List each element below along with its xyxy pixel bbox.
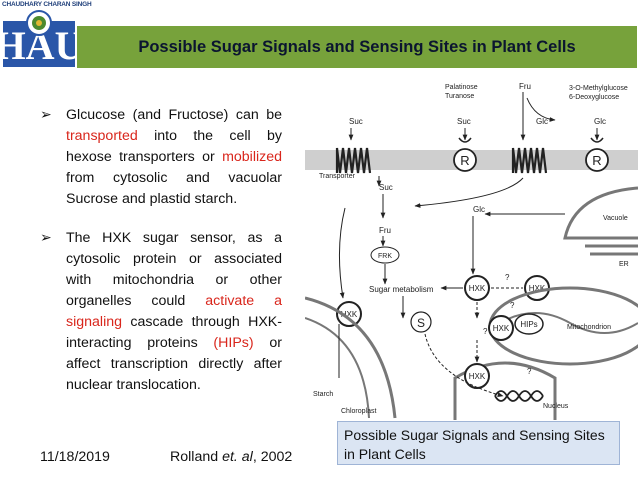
bullet-1-highlight-mobilized: mobilized [222, 149, 282, 165]
bullet-2-text-b: cascade through HXK-interacting proteins [66, 314, 282, 351]
logo-text: CHAUDHARY CHARAN SINGH [2, 1, 92, 8]
sucrose-transporter-icon [335, 147, 372, 174]
figure-caption: Possible Sugar Signals and Sensing Sites… [337, 421, 620, 465]
bullet-2-text-c: or affect transcription directly after n… [66, 335, 282, 393]
logo-emblem-icon: HAU [2, 10, 76, 68]
label-methylglucose: 3-O-Methylglucose [569, 85, 628, 92]
label-turanose: Turanose [445, 93, 474, 100]
label-hxk-nucleus: HXK [469, 372, 486, 381]
bullet-2-text-a: The HXK sugar sensor, as a cytosolic pro… [66, 230, 282, 309]
label-glc-mid: Glc [536, 117, 548, 126]
bullet-1-text-a: Glcucose (and Fructose) can be [66, 107, 282, 123]
label-s: S [417, 316, 425, 330]
s-node: S [410, 311, 432, 333]
bullet-2-highlight-hips: (HIPs) [213, 335, 254, 351]
bullet-1-text-c: from cytosolic and vacuolar Sucrose and … [66, 170, 282, 207]
hxk-left-node: HXK [336, 301, 362, 327]
hxk-right-node: HXK [524, 275, 550, 301]
arrow-glc-left [414, 177, 524, 208]
slide-title: Possible Sugar Signals and Sensing Sites… [138, 37, 576, 56]
bullet-list: ➢ Glcucose (and Fructose) can be transpo… [40, 105, 282, 396]
label-r2: R [592, 153, 601, 168]
label-frk: FRK [378, 253, 392, 260]
citation-etal: et. al [222, 449, 253, 465]
footer-citation: Rolland et. al, 2002 [170, 449, 292, 465]
label-vacuole: Vacuole [603, 215, 628, 222]
arrow-fru-glc [526, 97, 556, 122]
label-hxk-center: HXK [469, 284, 486, 293]
label-nucleus: Nucleus [543, 403, 569, 410]
hips-node: HIPs [514, 313, 544, 335]
bullet-item-2: ➢ The HXK sugar sensor, as a cytosolic p… [40, 228, 282, 396]
label-hxk-left: HXK [341, 310, 358, 319]
label-fru-top: Fru [519, 82, 531, 91]
label-starch: Starch [313, 391, 333, 398]
bullet-1-highlight-transported: transported [66, 128, 138, 144]
question-mark-1: ? [505, 273, 510, 282]
receptor-1: R [453, 137, 477, 172]
hxk-mito-node: HXK [488, 315, 514, 341]
sugar-signaling-diagram: Palatinose Turanose Fru 3-O-Methylglucos… [305, 82, 638, 420]
label-glc-right: Glc [594, 117, 606, 126]
question-mark-3: ? [510, 301, 515, 310]
citation-author: Rolland [170, 449, 223, 465]
chloroplast-inner [305, 317, 370, 419]
frk-node [370, 246, 400, 264]
arrow-s-dna [424, 333, 504, 397]
question-mark-4: ? [527, 367, 532, 376]
label-hxk-right: HXK [529, 284, 546, 293]
bullet-2-highlight-activate: activate a signaling [66, 293, 282, 330]
label-hxk-mito: HXK [493, 324, 510, 333]
label-chloroplast: Chloroplast [341, 408, 376, 415]
question-mark-2: ? [483, 327, 488, 336]
mitochondrion-cristae [499, 312, 638, 334]
chloroplast-outline [305, 296, 397, 419]
label-hips: HIPs [520, 320, 537, 329]
label-fru-inner: Fru [379, 226, 391, 235]
label-sugar-metabolism: Sugar metabolism [369, 285, 434, 294]
label-suc-inner: Suc [379, 183, 393, 192]
label-suc-mid: Suc [457, 117, 471, 126]
label-suc-left: Suc [349, 117, 363, 126]
title-bar: Possible Sugar Signals and Sensing Sites… [77, 26, 637, 68]
label-mitochondrion: Mitochondrion [567, 324, 611, 331]
bullet-arrow-icon: ➢ [40, 107, 52, 123]
label-er: ER [619, 261, 629, 268]
hxk-nucleus-node: HXK [464, 363, 490, 389]
arrow-starch-up [338, 207, 346, 299]
citation-year: , 2002 [252, 449, 293, 465]
label-deoxyglucose: 6-Deoxyglucose [569, 94, 619, 101]
label-r1: R [460, 153, 469, 168]
label-palatinose: Palatinose [445, 84, 478, 91]
label-transporter: Transporter [319, 173, 356, 180]
bullet-item-1: ➢ Glcucose (and Fructose) can be transpo… [40, 105, 282, 210]
glucose-transporter-icon [511, 147, 548, 174]
university-logo: CHAUDHARY CHARAN SINGH HAU [2, 1, 92, 69]
receptor-2: R [585, 137, 609, 172]
footer-date: 11/18/2019 [40, 449, 110, 465]
header: CHAUDHARY CHARAN SINGH HAU Possible Suga… [0, 0, 638, 72]
label-glc-inner: Glc [473, 205, 485, 214]
hxk-center-node: HXK [464, 275, 490, 301]
bullet-1-text-b: into the cell by hexose transporters or [66, 128, 282, 165]
vacuole-outline [563, 186, 638, 240]
nucleus-outline [453, 361, 557, 420]
bullet-arrow-icon: ➢ [40, 230, 52, 246]
